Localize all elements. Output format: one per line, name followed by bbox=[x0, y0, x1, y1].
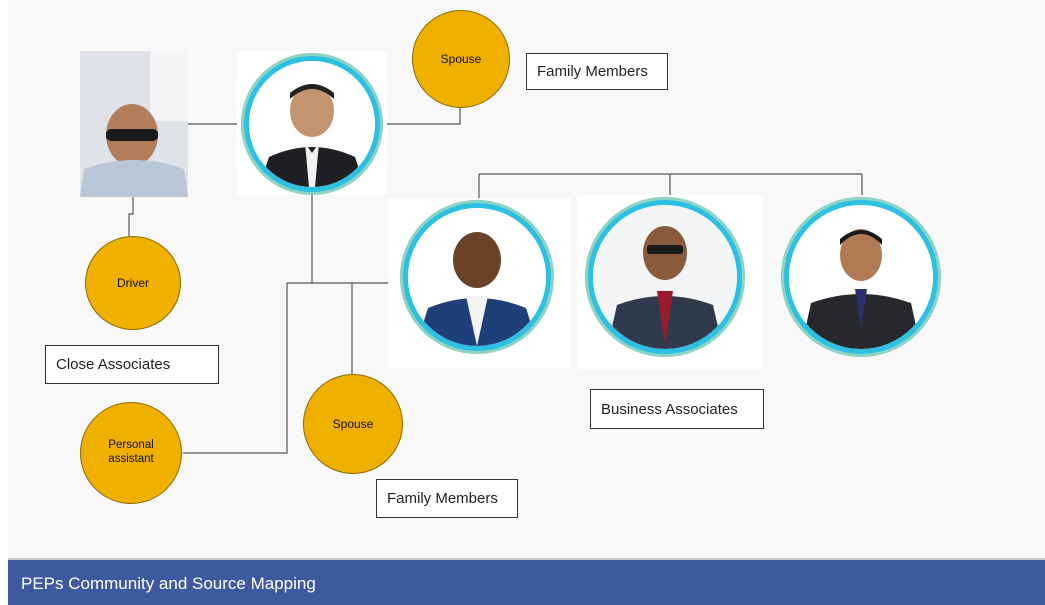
business-associate-2-ring bbox=[585, 197, 745, 357]
central-pep-portrait bbox=[249, 61, 375, 187]
business-associate-3-portrait bbox=[789, 205, 933, 349]
person-photo-placeholder bbox=[80, 51, 188, 197]
business-associate-2-frame bbox=[577, 195, 763, 369]
business-associate-1-portrait bbox=[408, 208, 546, 346]
business-associates-label: Business Associates bbox=[590, 389, 764, 429]
close-associates-label: Close Associates bbox=[45, 345, 219, 384]
business-associate-3-ring bbox=[781, 197, 941, 357]
personal-assistant-node: Personal assistant bbox=[80, 402, 182, 504]
family-members-label-top: Family Members bbox=[526, 53, 668, 90]
footer-bar: PEPs Community and Source Mapping bbox=[8, 558, 1045, 605]
family-members-label-bottom: Family Members bbox=[376, 479, 518, 518]
business-associate-3-frame bbox=[770, 195, 956, 369]
central-pep-frame bbox=[237, 51, 387, 195]
spouse-bottom-node: Spouse bbox=[303, 374, 403, 474]
spouse-top-node: Spouse bbox=[412, 10, 510, 108]
business-associate-1-ring bbox=[400, 200, 554, 354]
close-associate-photo bbox=[80, 51, 188, 197]
driver-node: Driver bbox=[85, 236, 181, 330]
business-associate-2-portrait bbox=[593, 205, 737, 349]
central-pep-ring bbox=[241, 53, 383, 195]
business-associate-1-frame bbox=[388, 198, 571, 368]
footer-title: PEPs Community and Source Mapping bbox=[21, 574, 316, 593]
